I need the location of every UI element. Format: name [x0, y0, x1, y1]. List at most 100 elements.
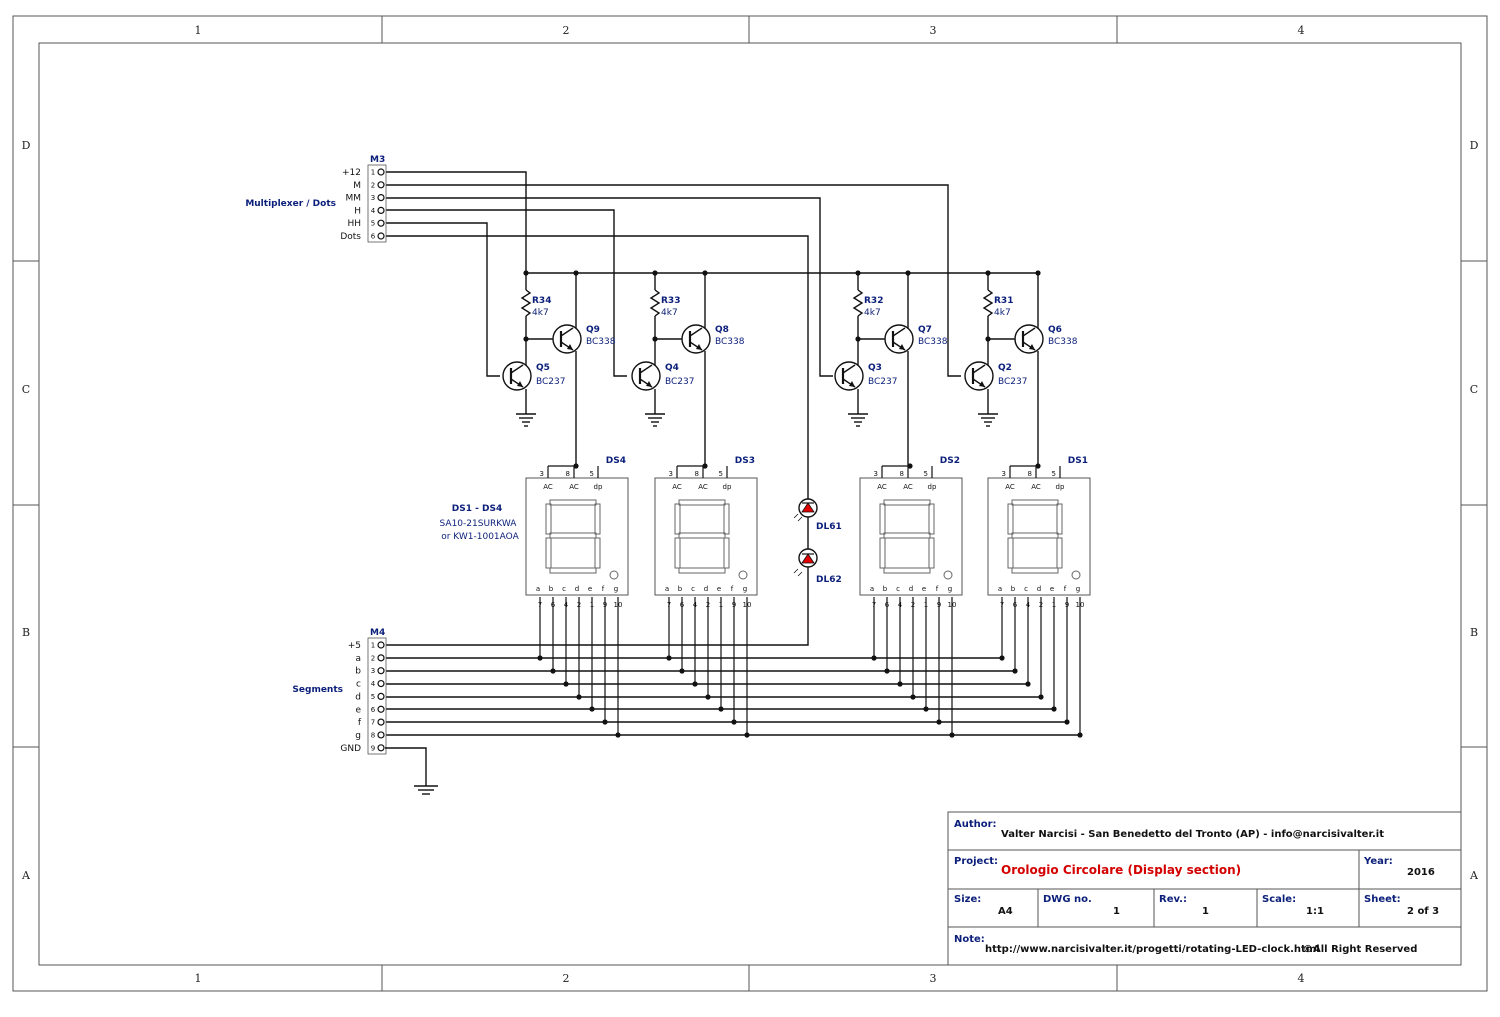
connector-m3: M3 Multiplexer / Dots 1+122M3MM4H5HH6Dot… [245, 155, 387, 243]
m4-pin: 7f [358, 718, 385, 728]
segment-d [678, 567, 726, 574]
display-top-pin: 8 [695, 470, 699, 478]
display-top-pin: 3 [1002, 470, 1006, 478]
junction [855, 336, 861, 342]
segment-dp [738, 570, 748, 580]
transistor-type: BC338 [918, 337, 948, 347]
segment-dp [1071, 570, 1081, 580]
junction [1051, 706, 1057, 712]
display-note-alt: or KW1-1001AOA [441, 532, 519, 542]
junction [615, 732, 621, 738]
m4-pin: 6e [355, 705, 385, 715]
transistor-ref: Q5 [536, 363, 550, 373]
junction [897, 681, 903, 687]
row-label: A [1469, 869, 1479, 882]
ground-symbol [848, 413, 868, 427]
junction [576, 694, 582, 700]
segment-c [723, 537, 730, 569]
ground-symbol [645, 413, 665, 427]
wiring [385, 171, 1038, 646]
transistor-type: BC237 [868, 377, 897, 387]
display-ref: DS2 [940, 456, 960, 466]
transistor-type: BC237 [998, 377, 1027, 387]
junction [666, 655, 672, 661]
transistor-ref: Q2 [998, 363, 1012, 373]
driver-stages: R344k7Q9BC338Q5BC237R334k7Q8BC338Q4BC237… [502, 270, 1078, 465]
project-label: Project: [954, 856, 998, 867]
display-ref: DS4 [606, 456, 626, 466]
junction [652, 270, 658, 276]
junction [573, 463, 579, 469]
display-top-label: AC [877, 483, 887, 491]
resistor-ref: R34 [532, 296, 551, 306]
led-body [801, 553, 815, 564]
row-label: C [22, 383, 30, 396]
segment-c [594, 537, 601, 569]
junction [1077, 732, 1083, 738]
pin-terminal [377, 667, 385, 675]
resistor-ref: R33 [661, 296, 680, 306]
segment-f [879, 503, 886, 535]
pin-terminal [377, 654, 385, 662]
rev-value: 1 [1202, 906, 1209, 917]
year-value: 2016 [1407, 867, 1435, 878]
segment-label: g [948, 585, 952, 593]
pin-terminal [377, 731, 385, 739]
segment-label: b [549, 585, 554, 593]
seven-segment-display: 3AC8AC5dpDS3a7b6c4d2e1f9g10 [654, 456, 758, 609]
pin-name: e [355, 705, 361, 715]
junction [537, 655, 543, 661]
display-ref: DS3 [735, 456, 755, 466]
size-value: A4 [998, 906, 1013, 917]
segment-f [545, 503, 552, 535]
transistor-type: BC338 [715, 337, 745, 347]
col-label: 4 [1298, 24, 1305, 37]
resistor-value: 4k7 [532, 308, 549, 318]
segment-e [1007, 537, 1014, 569]
note-url: http://www.narcisivalter.it/progetti/rot… [985, 944, 1320, 955]
segment-g [549, 532, 597, 539]
segment-label: e [922, 585, 926, 593]
segment-b [1056, 503, 1063, 535]
junction [923, 706, 929, 712]
segment-label: d [1037, 585, 1041, 593]
pin-number: 3 [371, 194, 375, 202]
m4-group-label: Segments [292, 685, 343, 695]
display-top-label: AC [698, 483, 708, 491]
transistor-ref: Q9 [586, 325, 600, 335]
junction [731, 719, 737, 725]
segment-g [883, 532, 931, 539]
transistor-ref: Q6 [1048, 325, 1062, 335]
segment-label: f [602, 585, 605, 593]
m3-pin: 3 MM [345, 194, 385, 204]
note-label: Note: [954, 934, 985, 945]
segment-label: f [731, 585, 734, 593]
display-note-part: SA10-21SURKWA [440, 519, 518, 529]
resistor-value: 4k7 [864, 308, 881, 318]
scale-label: Scale: [1262, 894, 1296, 905]
title-block: Author: Valter Narcisi - San Benedetto d… [947, 811, 1462, 966]
pin-number: 6 [371, 233, 376, 241]
pin-name: b [355, 667, 361, 677]
pin-name: d [355, 692, 361, 702]
junction [1038, 694, 1044, 700]
pin-number: 2 [371, 181, 375, 189]
segment-label: d [704, 585, 708, 593]
resistor-value: 4k7 [994, 308, 1011, 318]
m4-pin: 1+5 [348, 641, 385, 651]
pin-terminal [377, 206, 385, 214]
junction [718, 706, 724, 712]
segment-label: f [1064, 585, 1067, 593]
led-dl62: DL62 [793, 548, 842, 585]
pin-name: MM [345, 194, 361, 204]
junction [985, 270, 991, 276]
